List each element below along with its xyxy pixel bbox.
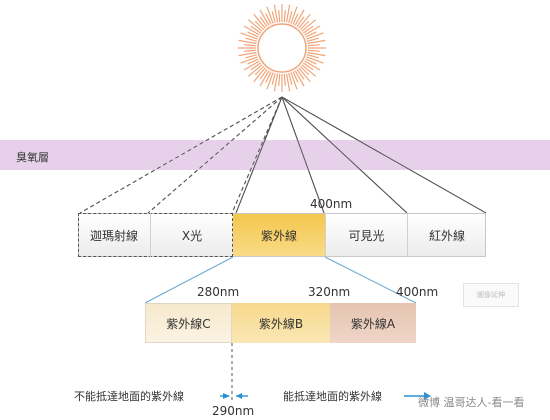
sun-ray: [245, 54, 258, 59]
sun-ray: [304, 60, 321, 71]
sun-ray: [298, 13, 311, 29]
sun-ray: [243, 60, 260, 71]
caption-can-reach-ground: 能抵達地面的紫外線: [283, 390, 382, 403]
uv-band-a: 紫外線A: [330, 303, 416, 343]
uv-band-b: 紫外線B: [232, 303, 330, 343]
sun-ray: [265, 13, 272, 25]
watermark-text: 微博 温哥达人-看一看: [418, 396, 525, 409]
sun-ray: [285, 73, 291, 92]
sun-ray: [296, 16, 305, 28]
sun-ray: [247, 58, 259, 65]
sun-ray: [238, 51, 257, 57]
sun-ray: [240, 32, 258, 40]
side-extension-label: 圖像延伸: [477, 291, 505, 299]
spectrum-infrared: 紅外線: [407, 213, 486, 257]
sun-ray: [271, 72, 276, 85]
sun-ray: [266, 72, 274, 90]
sun-icon: [238, 4, 326, 92]
sun-ray: [259, 16, 268, 28]
spectrum-visible-light: 可見光: [325, 213, 407, 257]
sun-ray: [283, 73, 286, 86]
sun-ray: [265, 71, 272, 83]
sun-ray: [243, 25, 260, 36]
sun-ray: [288, 11, 293, 24]
spectrum-segment-uv-highlight: [233, 214, 325, 256]
sun-ray: [250, 62, 262, 71]
sun-ray: [253, 13, 266, 29]
sun-ray: [307, 39, 326, 45]
label-320nm: 320nm: [308, 285, 351, 299]
ozone-layer-band: [0, 140, 550, 170]
sun-ray: [288, 72, 293, 85]
sun-ray: [253, 67, 266, 83]
caption-cannot-reach-ground: 不能抵達地面的紫外線: [74, 390, 184, 403]
sun-ray: [271, 11, 276, 24]
sun-ray: [294, 70, 305, 87]
label-290nm: 290nm: [212, 404, 255, 418]
sun-ray: [250, 25, 262, 34]
sun-ray: [299, 65, 310, 76]
sun-ray: [307, 44, 320, 47]
sun-ray: [278, 10, 281, 23]
sun-ray: [299, 20, 310, 31]
sun-ray: [254, 20, 265, 31]
label-280nm: 280nm: [197, 285, 240, 299]
sun-ray: [306, 54, 319, 59]
uv-band-c: 紫外線C: [145, 303, 232, 343]
sun-ray: [273, 73, 279, 92]
sun-ray: [259, 9, 270, 26]
sun-ray: [307, 49, 320, 52]
sun-ray: [259, 70, 270, 87]
sun-ray: [238, 39, 257, 45]
sun-ray: [302, 25, 314, 34]
sun-ray: [301, 64, 317, 77]
sun-ray: [296, 68, 305, 80]
sun-ray: [278, 73, 281, 86]
sun-ray: [292, 13, 299, 25]
absorbed-spectrum-box: [78, 213, 233, 257]
sun-ray: [304, 25, 321, 36]
sun-ray: [245, 37, 258, 42]
sun-ray: [285, 4, 291, 23]
sun-ray: [292, 71, 299, 83]
sun-ray: [266, 6, 274, 24]
spectrum-gamma-ray: 迦瑪射線: [89, 228, 138, 243]
sun-ray: [273, 4, 279, 23]
sun-ray: [290, 72, 298, 90]
sun-ray: [302, 62, 314, 71]
sun-ray: [305, 31, 317, 38]
sun-ray: [298, 67, 311, 83]
sun-ray: [301, 19, 317, 32]
label-400nm-bottom: 400nm: [396, 285, 439, 299]
spectrum-ultraviolet: 紫外線: [260, 228, 297, 243]
sun-ray: [247, 31, 259, 38]
sun-ray: [244, 44, 257, 47]
sun-ray: [306, 56, 324, 64]
sun-ray: [247, 64, 263, 77]
sun-ray: [247, 19, 263, 32]
sun-ray: [259, 68, 268, 80]
sun-ray: [307, 51, 326, 57]
ozone-layer-label: 臭氧層: [16, 151, 49, 164]
sun-ray: [240, 56, 258, 64]
spectrum-x-ray: X光: [150, 213, 233, 257]
side-extension-box: [463, 283, 519, 307]
sun-ray: [254, 65, 265, 76]
label-400nm-top: 400nm: [310, 197, 353, 211]
sun-ray: [294, 9, 305, 26]
sun-ray: [306, 32, 324, 40]
sun-ray: [306, 37, 319, 42]
sun-ray: [244, 49, 257, 52]
sun-ray: [305, 58, 317, 65]
sun-ray: [290, 6, 298, 24]
sun-ray: [283, 10, 286, 23]
